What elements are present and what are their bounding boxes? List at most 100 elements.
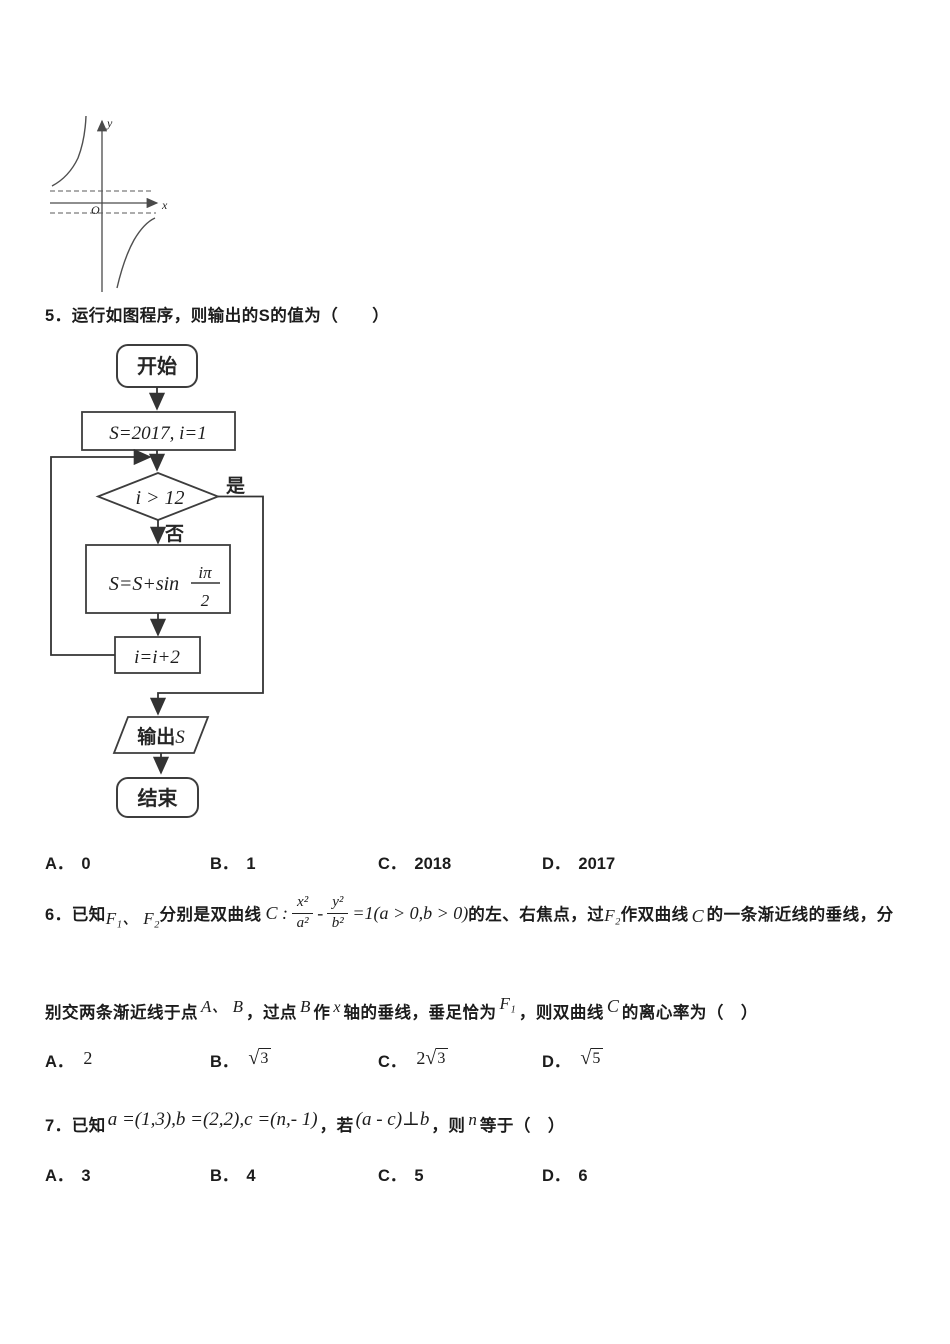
q6-frac-y-numerator: y² [327,894,349,914]
flowchart-condition-label: i > 12 [135,487,184,509]
q6-foci-symbols: F₁、 F₂ [105,908,160,928]
q5-option-d-label: D． [542,855,571,873]
q6-equation-tail: =1(a > 0,b > 0) [352,902,469,923]
q6-option-d: D． √5 [542,1047,604,1072]
q6-line2c-text: 作 [313,1004,331,1022]
left-branch-curve [51,115,87,187]
function-graph: y x O [50,115,168,292]
q7-vector-definitions: a =(1,3),b =(2,2),c =(n,- 1) [107,1109,318,1130]
q6-after2-text: 作双曲线 [620,906,689,924]
flowchart-body-frac-numerator: iπ [198,563,212,582]
q7-option-a: A． 3 [45,1162,91,1186]
q6-line2b-text: ，过点 [246,1004,298,1022]
q6-points-ab: A、 B [201,997,244,1016]
flowchart-yes-label: 是 [226,475,245,497]
q6-line2d-text: 轴的垂线，垂足恰为 [343,1004,497,1022]
q5-option-b: B． 1 [210,850,256,874]
q5-option-a-label: A． [45,855,74,873]
flowchart-output-label: 输出S [137,725,185,748]
q6-minus-sign: - [317,902,324,923]
q6-option-d-value: √5 [580,1047,604,1069]
q7-perpendicular-condition: (a - c)⊥b [355,1109,430,1130]
q7-option-d-label: D． [542,1167,571,1185]
radical-sign: √ [580,1047,592,1069]
flowchart: 开始 S=2017, i=1 i > 12 是 否 S=S+sin iπ 2 i… [50,344,264,818]
flowchart-no-label: 否 [164,524,184,545]
x-axis-label: x [161,198,168,212]
q7-option-d: D． 6 [542,1162,588,1186]
question-7-number: 7． [45,1117,72,1135]
q5-option-d: D． 2017 [542,850,615,874]
q6-curve2-symbol: C [691,905,704,926]
q6-option-b: B． √3 [210,1047,272,1072]
radical-sign: √ [425,1047,437,1069]
y-axis-label: y [106,116,113,130]
q7-tail-text: 等于（ ） [479,1117,565,1135]
q7-option-c-label: C． [378,1167,407,1185]
q7-option-b: B． 4 [210,1162,256,1186]
q6-fraction-y: y² b² [327,894,349,932]
question-5-stem: 5． 运行如图程序，则输出的S的值为（ ） [45,302,389,326]
q6-focus2-symbol: F₂ [604,906,621,925]
question-5-text: 运行如图程序，则输出的S的值为（ ） [71,307,390,325]
q5-option-b-value: 1 [246,855,256,873]
flowchart-init-label: S=2017, i=1 [109,423,206,444]
right-branch-curve [116,217,156,289]
q7-var-n: n [468,1110,477,1129]
q6-frac-x-denominator: a² [296,914,309,931]
q7-option-b-value: 4 [246,1167,256,1185]
question-5-options: A． 0 B． 1 C． 2018 D． 2017 [45,850,925,880]
q7-option-c-value: 5 [414,1167,424,1185]
q5-option-d-value: 2017 [578,855,616,873]
question-7-stem: 7． 已知 a =(1,3),b =(2,2),c =(n,- 1) ，若 (a… [45,1109,565,1137]
q7-mid1-text: ，若 [319,1117,354,1135]
q6-option-d-label: D． [542,1053,571,1071]
question-6-options: A． 2 B． √3 C． 2√3 D． √5 [45,1048,925,1088]
q6-option-a-value: 2 [83,1048,93,1068]
flowchart-output-node [112,716,210,754]
question-5-number: 5． [45,307,72,325]
q7-option-c: C． 5 [378,1162,424,1186]
q7-option-a-value: 3 [81,1167,91,1185]
q5-option-c-value: 2018 [414,855,452,873]
flowchart-end-label: 结束 [138,786,179,810]
flowchart-init-node [81,411,236,451]
q7-intro-text: 已知 [71,1117,106,1135]
q5-option-b-label: B． [210,855,239,873]
q7-option-a-label: A． [45,1167,74,1185]
q6-option-a-label: A． [45,1053,74,1071]
q5-option-a: A． 0 [45,850,91,874]
q6-frac-x-numerator: x² [292,894,314,914]
q6-curve-label: C : [265,902,289,923]
q6-line2a-text: 别交两条渐近线于点 [45,1004,198,1022]
question-6-stem-line1: 6． 已知 F₁、 F₂ 分别是双曲线 C : x² a² - y² b² =1… [45,886,894,940]
q6-after3-text: 的一条渐近线的垂线，分 [706,906,894,924]
q6-frac-y-denominator: b² [331,914,344,931]
yes-branch-arrow [149,495,264,716]
q6-option-c-value: 2√3 [416,1047,449,1069]
q6-option-c: C． 2√3 [378,1047,449,1072]
q5-option-c: C． 2018 [378,850,451,874]
question-7-options: A． 3 B． 4 C． 5 D． 6 [45,1162,925,1192]
q6-option-b-value: √3 [248,1047,272,1069]
q5-option-a-value: 0 [81,855,91,873]
q5-option-c-label: C． [378,855,407,873]
loop-back-arrow [50,448,152,656]
radical-sign: √ [248,1047,260,1069]
q6-option-c-coefficient: 2 [416,1048,426,1068]
q6-focus1-symbol: F₁ [499,994,516,1013]
q6-var-x: x [333,999,341,1016]
q6-fraction-x: x² a² [292,894,314,932]
q7-option-d-value: 6 [578,1167,588,1185]
question-6-stem-line2: 别交两条渐近线于点 A、 B ，过点 B 作 x 轴的垂线，垂足恰为 F₁ ，则… [45,994,758,1023]
flowchart-start-label: 开始 [137,354,177,378]
q6-option-b-label: B． [210,1053,239,1071]
q6-line2f-text: 的离心率为（ ） [621,1004,758,1022]
question-6-number: 6． [45,906,72,924]
q6-intro2-text: 分别是双曲线 [159,906,262,924]
flowchart-increment-label: i=i+2 [134,647,180,668]
q7-mid2-text: ，则 [431,1117,466,1135]
q6-after1-text: 的左、右焦点，过 [468,906,605,924]
q6-option-c-label: C． [378,1053,407,1071]
